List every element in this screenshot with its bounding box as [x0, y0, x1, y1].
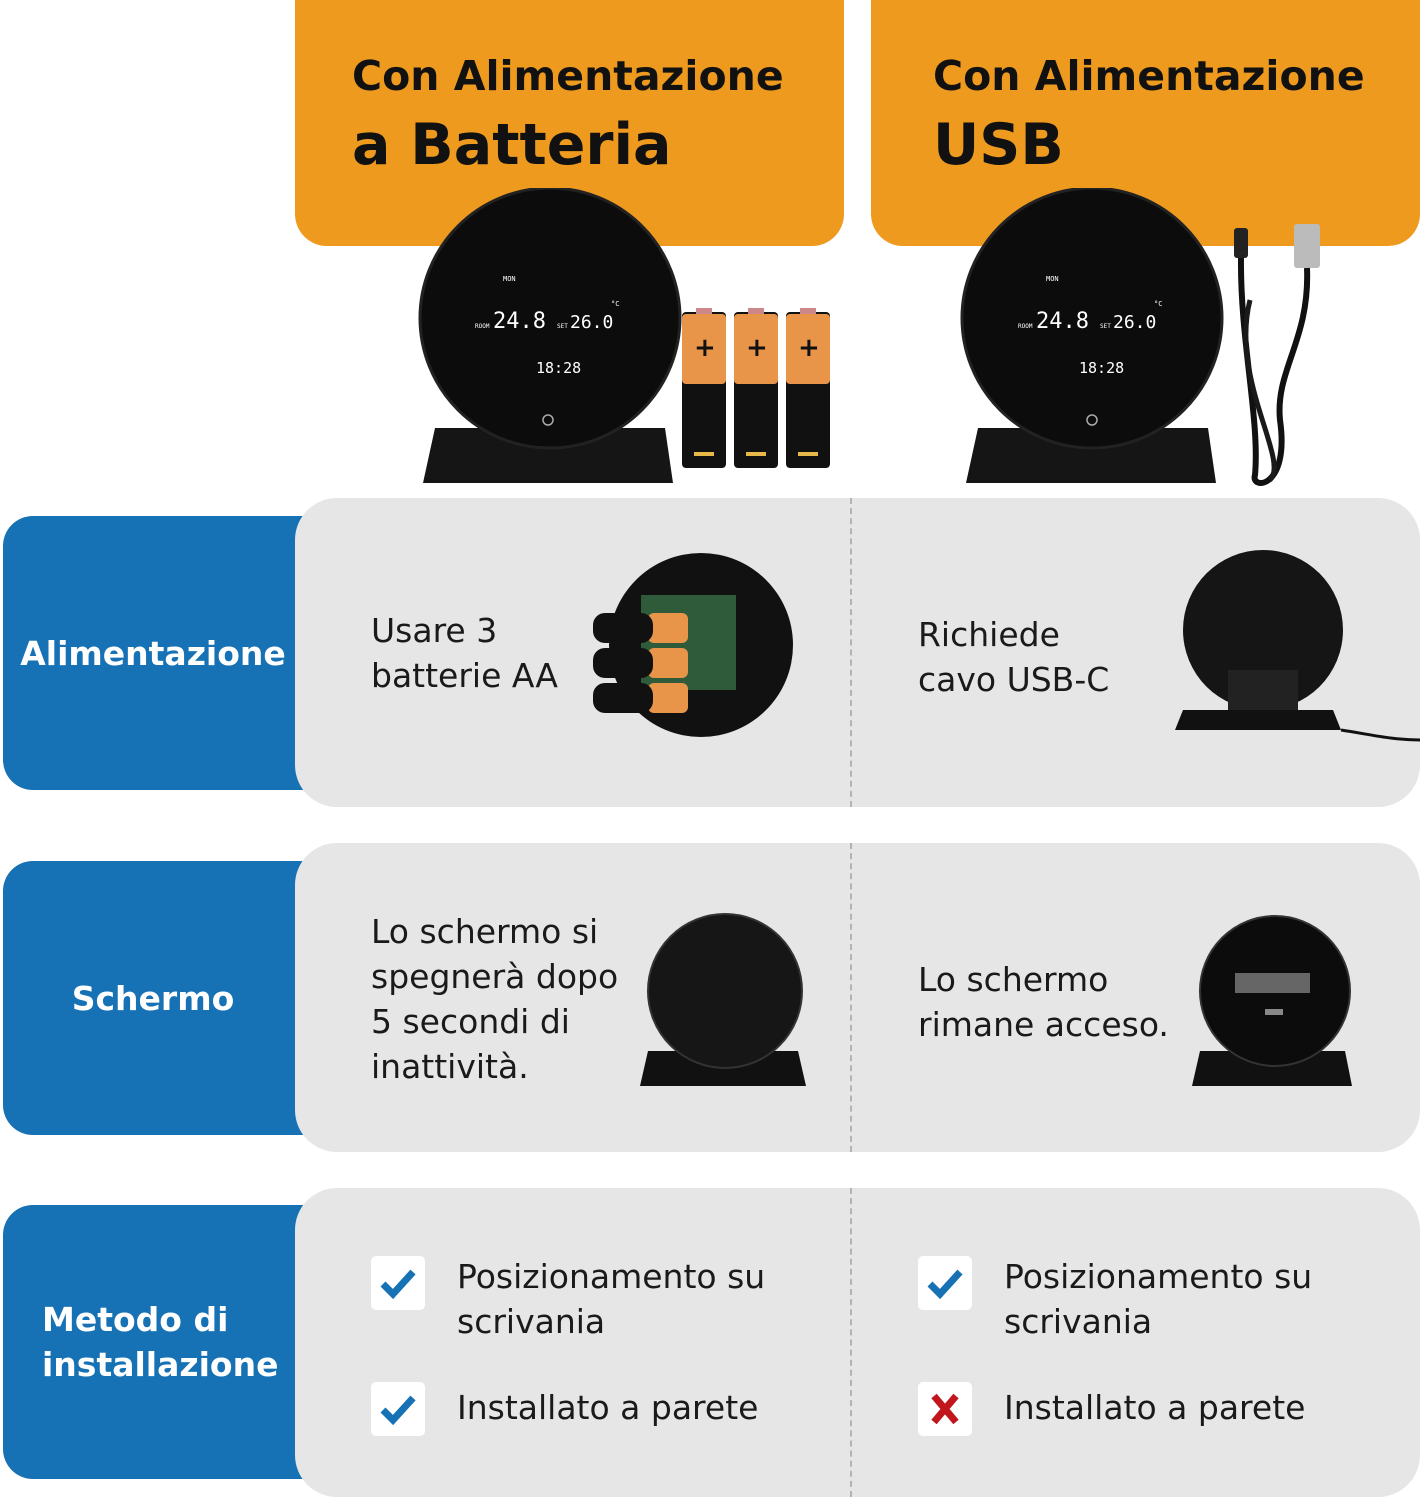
cross-icon: [918, 1382, 972, 1436]
display-room-label: ROOM: [1018, 323, 1033, 330]
display-unit: °C: [1154, 300, 1162, 308]
display-day: MON: [503, 275, 516, 283]
row-label-schermo: Schermo: [3, 861, 303, 1135]
display-set-label: SET: [557, 323, 568, 330]
screen-on-thermostat-image: [1192, 915, 1352, 1086]
header-usb-line1: Con Alimentazione: [933, 52, 1365, 100]
header-usb-line2: USB: [933, 112, 1064, 178]
display-set-temp: 26.0: [570, 312, 613, 333]
display-time: 18:28: [536, 359, 581, 377]
header-battery-line2: a Batteria: [352, 112, 672, 178]
column-divider: [850, 843, 852, 1152]
column-divider: [850, 498, 852, 807]
row-label-text: Alimentazione: [20, 633, 286, 673]
check-icon: [371, 1382, 425, 1436]
display-day: MON: [1046, 275, 1059, 283]
check-icon: [918, 1256, 972, 1310]
battery-compartment-image: [593, 553, 793, 737]
row-label-text: Schermo: [71, 978, 235, 1018]
display-set-label: SET: [1100, 323, 1111, 330]
display-unit: °C: [611, 300, 619, 308]
usb-stand-image: [1175, 550, 1420, 742]
power-icon: [1086, 414, 1098, 426]
row-label-text: Metodo di: [42, 1300, 229, 1339]
screen-off-thermostat-image: [640, 913, 806, 1086]
thermostat-battery-image: MON ROOM 24.8 SET 26.0 °C 18:28: [418, 188, 682, 483]
display-room-temp: 24.8: [493, 309, 546, 334]
header-battery-line1: Con Alimentazione: [352, 52, 784, 100]
battery-wall-text: Installato a parete: [457, 1388, 759, 1427]
aa-batteries-image: + + +: [682, 308, 830, 468]
display-time: 18:28: [1079, 359, 1124, 377]
check-icon: [371, 1256, 425, 1310]
thermostat-usb-image: MON ROOM 24.8 SET 26.0 °C 18:28: [960, 188, 1224, 483]
usb-wall-text: Installato a parete: [1004, 1388, 1306, 1427]
power-icon: [542, 414, 554, 426]
battery-plus-3: +: [798, 333, 820, 363]
display-room-temp: 24.8: [1036, 309, 1089, 334]
row-label-installazione: Metodo di installazione: [3, 1205, 303, 1479]
battery-plus-2: +: [746, 333, 768, 363]
header-usb: Con Alimentazione USB: [871, 0, 1420, 246]
battery-plus-1: +: [694, 333, 716, 363]
row-label-text: installazione: [42, 1345, 279, 1384]
usb-c-cable-image: [1234, 224, 1320, 486]
row-label-alimentazione: Alimentazione: [3, 516, 303, 790]
display-room-label: ROOM: [475, 323, 490, 330]
column-divider: [850, 1188, 852, 1497]
display-set-temp: 26.0: [1113, 312, 1156, 333]
